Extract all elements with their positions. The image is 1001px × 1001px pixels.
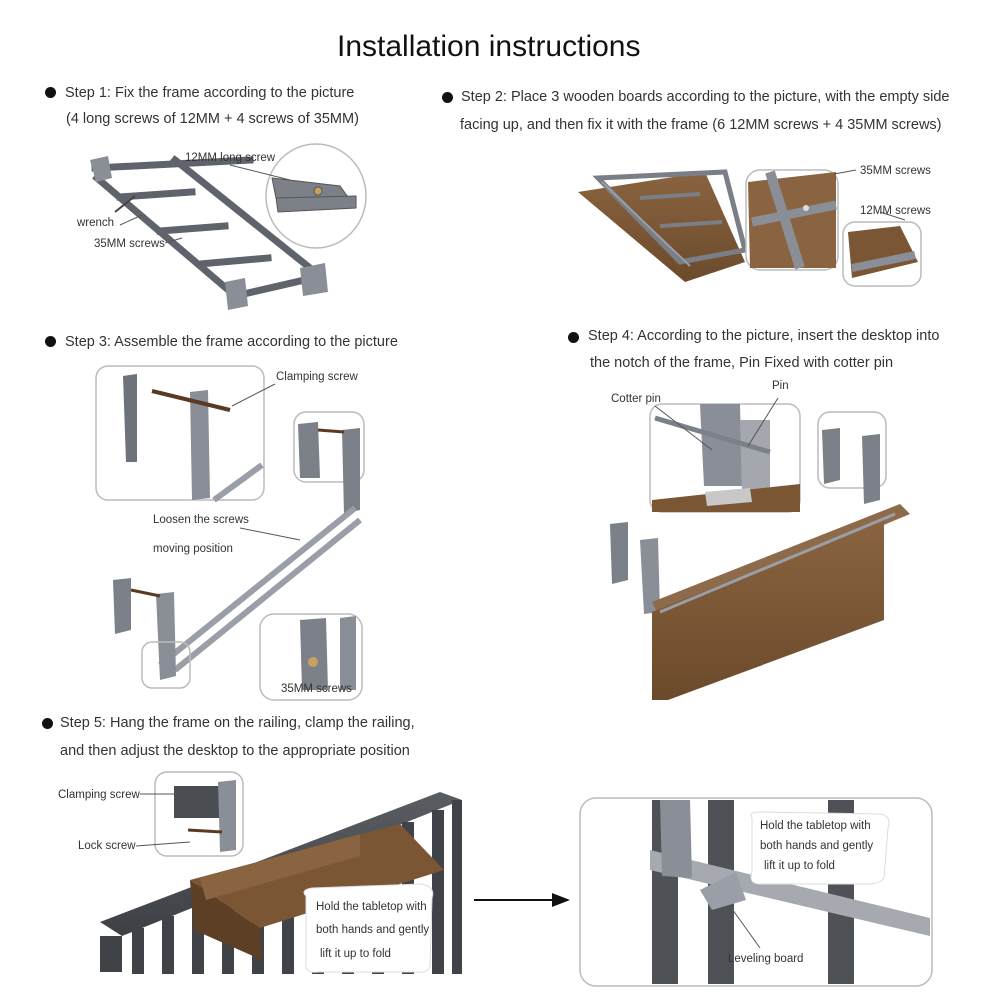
label-pin: Pin [772, 380, 789, 392]
label-35mm-screws-step2: 35MM screws [860, 165, 931, 177]
step1-detail-bracket [271, 177, 357, 213]
step3-left-bracket [113, 578, 176, 680]
step5-text-line2: and then adjust the desktop to the appro… [60, 743, 410, 759]
step1-bracket [90, 156, 328, 310]
fold-tip-line1: Hold the tabletop with [760, 820, 871, 832]
label-35mm-screws-step1: 35MM screws [94, 238, 165, 250]
step2-leader-lines [833, 169, 906, 221]
arrow-icon [474, 893, 570, 907]
label-clamping-screw-step3: Clamping screw [276, 371, 358, 383]
step3-leader-lines [239, 527, 301, 541]
tip-line1: Hold the tabletop with [316, 901, 427, 913]
step4-table-illustration [610, 504, 910, 700]
step1-leader-lines [119, 164, 291, 244]
step3-clamp-inset [95, 365, 265, 501]
step3-clamp-detail [123, 374, 264, 503]
step4-pin-detail [652, 404, 800, 512]
tip-line3: lift it up to fold [320, 948, 391, 960]
label-clamping-screw-step5: Clamping screw [58, 789, 140, 801]
step1-frame-illustration [91, 155, 327, 305]
step1-text-line2: (4 long screws of 12MM + 4 screws of 35M… [66, 111, 359, 127]
step2-text-line1: Step 2: Place 3 wooden boards according … [461, 89, 950, 105]
step2-board-illustration [578, 169, 749, 282]
label-12mm-long-screw: 12MM long screw [185, 152, 276, 164]
step1-text-line1: Step 1: Fix the frame according to the p… [65, 85, 355, 101]
label-loosen-screws: Loosen the screws [153, 514, 249, 526]
step4-text-line2: the notch of the frame, Pin Fixed with c… [590, 355, 894, 371]
step4-leader-lines [654, 397, 779, 451]
fold-tip-line2: both hands and gently [760, 840, 874, 852]
fold-tip-line3: lift it up to fold [764, 860, 835, 872]
step5-tip-bubble [303, 883, 434, 973]
step3-screw-detail [300, 616, 356, 690]
step2-detail-2 [848, 226, 918, 278]
label-lock-screw: Lock screw [78, 840, 136, 852]
tip-line2: both hands and gently [316, 924, 430, 936]
bullet-icon [45, 336, 56, 347]
bullet-icon [45, 87, 56, 98]
leveling-leader-line [729, 905, 761, 949]
step5-fold-detail [650, 800, 930, 984]
page-title: Installation instructions [337, 30, 641, 63]
bullet-icon [42, 718, 53, 729]
label-leveling-board: Leveling board [728, 953, 804, 965]
bullet-icon [568, 332, 579, 343]
step3-leader-clamp [231, 383, 276, 407]
step2-detail-1 [748, 170, 837, 270]
step4-text-line1: Step 4: According to the picture, insert… [588, 328, 940, 344]
step2-text-line2: facing up, and then fix it with the fram… [460, 117, 942, 133]
step5-leader-lines [135, 793, 191, 847]
step4-bracket-right [822, 428, 880, 504]
bullet-icon [442, 92, 453, 103]
label-12mm-screws-step2: 12MM screws [860, 205, 931, 217]
label-wrench: wrench [77, 217, 115, 229]
label-35mm-screws-step3: 35MM screws [281, 683, 352, 695]
label-cotter-pin: Cotter pin [611, 393, 661, 405]
wrench-icon [114, 195, 136, 213]
step5-text-line1: Step 5: Hang the frame on the railing, c… [60, 715, 415, 731]
step5-fold-tip-bubble [750, 811, 890, 885]
step5-clamp-detail [174, 780, 236, 852]
step3-frame-rail [158, 505, 362, 673]
step3-marker-small [141, 641, 191, 689]
step3-bracket-right [298, 422, 360, 514]
label-moving-position: moving position [153, 543, 233, 555]
step3-text-line1: Step 3: Assemble the frame according to … [65, 334, 398, 350]
